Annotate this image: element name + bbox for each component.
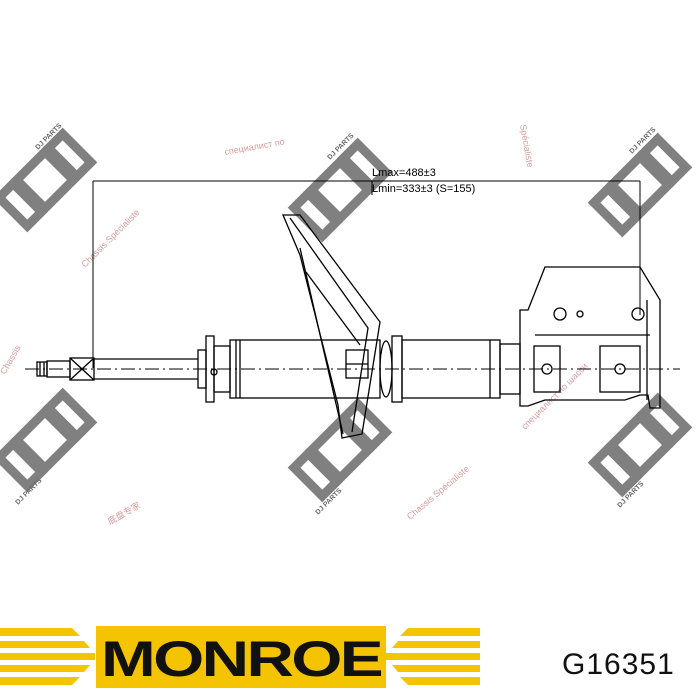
logo-right-stripes (386, 628, 480, 685)
watermark-text: Spécialiste (518, 124, 535, 169)
djparts-watermark-logo (0, 127, 98, 233)
piston-rod (94, 358, 198, 380)
lmax-label: Lmax=488±3 (372, 167, 436, 179)
watermark-text: Chassis (0, 343, 23, 376)
dimension-lines (92, 180, 641, 368)
djparts-watermark-logo (287, 137, 393, 243)
lmin-label: Lmin=333±3 (S=155) (372, 183, 475, 195)
watermark-text: Chassis Spécialiste (405, 464, 471, 522)
brand-wordmark: MONROE (101, 631, 382, 687)
watermark-logos (0, 127, 693, 503)
rod-thread-end (36, 357, 95, 381)
djparts-watermark-logo (587, 132, 693, 238)
watermark-text: специалист по (224, 137, 286, 157)
watermark-text: 底盘专家 (106, 499, 143, 527)
spring-seat (282, 214, 381, 439)
logo-plate (96, 626, 386, 688)
part-number: G16351 (562, 648, 675, 681)
djparts-watermark-logo (587, 392, 693, 498)
watermark-text: специалист по шасси (519, 361, 589, 431)
djparts-watermark-logo (0, 387, 98, 493)
logo-left-stripes (0, 628, 95, 685)
monroe-logo: MONROE (0, 626, 480, 688)
shock-absorber-drawing (25, 180, 680, 439)
watermark-text: Chassis Spécialiste (79, 207, 141, 269)
lower-body-tube (379, 335, 521, 403)
knuckle-bracket (519, 266, 661, 409)
